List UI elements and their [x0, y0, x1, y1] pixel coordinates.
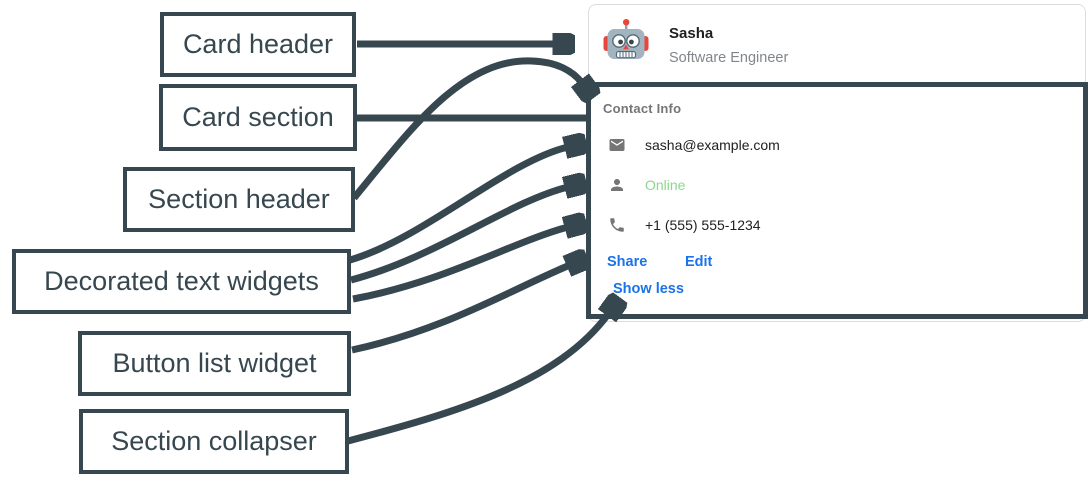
- arrow-decorated-status: [350, 187, 568, 284]
- person-icon: [611, 179, 623, 191]
- card-header: Sasha Software Engineer: [589, 5, 1085, 85]
- decorated-text-widget-phone: +1 (555) 555-1234: [608, 216, 761, 234]
- label-card-section: Card section: [159, 84, 357, 151]
- arrow-section-header: [351, 57, 582, 201]
- edit-button[interactable]: Edit: [685, 254, 713, 270]
- label-button-list-widget: Button list widget: [78, 331, 351, 396]
- label-section-header: Section header: [123, 167, 355, 232]
- phone-icon: [610, 218, 624, 232]
- label-section-collapser: Section collapser: [79, 409, 349, 474]
- email-text: sasha@example.com: [645, 137, 780, 153]
- robot-avatar-icon: [603, 19, 649, 59]
- show-less-button[interactable]: Show less: [613, 281, 684, 297]
- card-title: Sasha: [669, 25, 714, 42]
- card-subtitle: Software Engineer: [669, 50, 789, 66]
- label-decorated-text-widgets: Decorated text widgets: [12, 249, 351, 314]
- email-icon: [609, 139, 625, 151]
- status-text: Online: [645, 177, 686, 193]
- label-card-header: Card header: [160, 12, 356, 77]
- decorated-text-widget-status: Online: [608, 176, 685, 194]
- share-button[interactable]: Share: [607, 254, 648, 270]
- arrow-button-list: [351, 265, 570, 354]
- arrow-section-collapser: [347, 313, 609, 445]
- section-header: Contact Info: [603, 101, 682, 116]
- card-section: Contact Info sasha@example.com Online +1…: [586, 82, 1088, 319]
- decorated-text-widget-email: sasha@example.com: [608, 136, 780, 154]
- phone-text: +1 (555) 555-1234: [645, 217, 761, 233]
- arrow-decorated-phone: [352, 227, 568, 303]
- arrow-decorated-email: [349, 147, 568, 264]
